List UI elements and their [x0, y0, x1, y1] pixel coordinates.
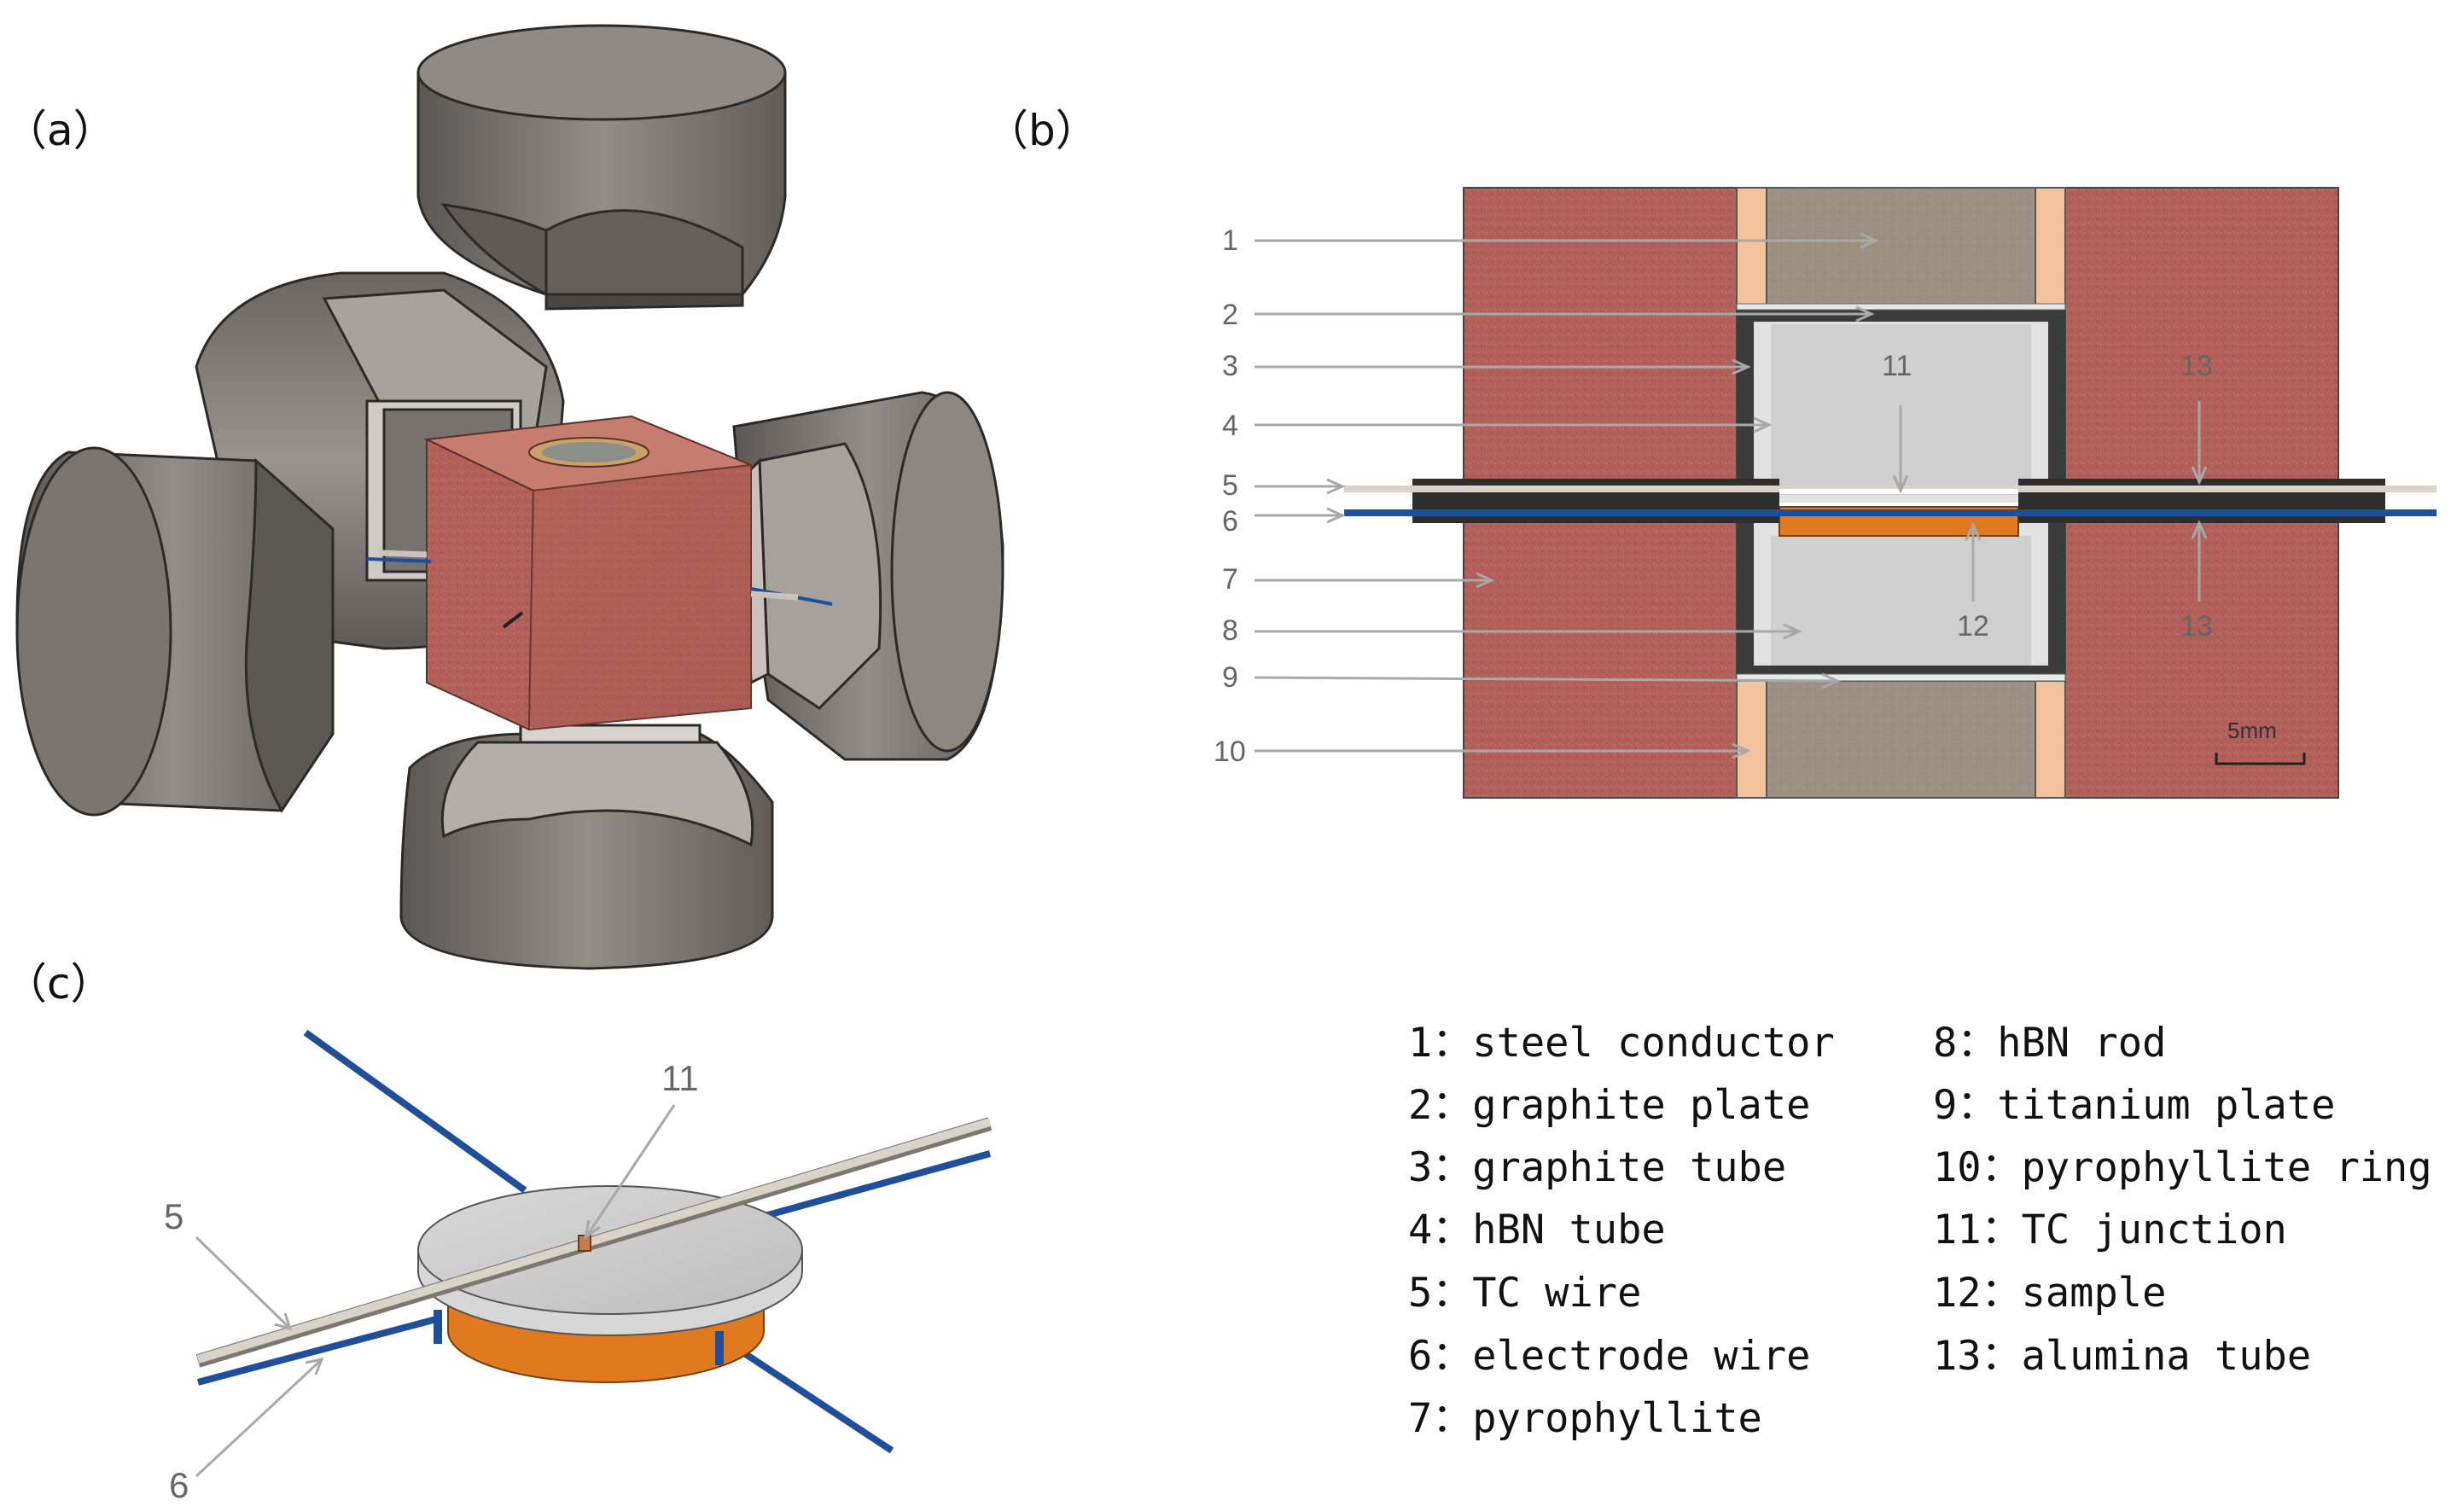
- electrode-wire-front-right: [719, 1335, 894, 1454]
- legend-item-9: 9：titanium plate: [1933, 1082, 2335, 1129]
- electrode-wire-back-left: [303, 1029, 527, 1194]
- callout-13-bottom: 13: [2180, 610, 2213, 643]
- graphite-plate-top: [1736, 303, 2066, 311]
- legend-item-8: 8：hBN rod: [1933, 1020, 2166, 1067]
- callout-c-11: 11: [661, 1058, 699, 1098]
- callout-3: 3: [1222, 350, 1238, 382]
- legend-item-13: 13：alumina tube: [1933, 1333, 2311, 1380]
- callout-8: 8: [1222, 614, 1238, 647]
- legend-item-3: 3：graphite tube: [1408, 1144, 1786, 1191]
- callout-9: 9: [1222, 661, 1238, 694]
- hbn-rod-bottom: [1771, 536, 2031, 666]
- legend-item-7: 7：pyrophyllite: [1408, 1395, 1762, 1442]
- callout-2: 2: [1222, 299, 1238, 331]
- pyrophyllite-ring-tr: [2035, 187, 2066, 308]
- pyrophyllite-ring-br: [2035, 680, 2066, 799]
- callout-6: 6: [1222, 505, 1238, 538]
- anvil-right: [732, 391, 1004, 761]
- scale-bar-label: 5mm: [2227, 718, 2277, 743]
- panel-label-c: （c）: [4, 959, 114, 1009]
- panel-label-b: （b）: [986, 106, 1098, 155]
- anvil-bottom: [399, 724, 774, 970]
- legend-item-2: 2：graphite plate: [1408, 1082, 1810, 1129]
- anvil-top: [416, 24, 787, 311]
- callout-5: 5: [1222, 469, 1238, 502]
- anvil-left: [15, 446, 335, 817]
- pyrophyllite-ring-bl: [1736, 680, 1767, 799]
- steel-conductor-bottom: [1766, 680, 2036, 799]
- legend-item-1: 1：steel conductor: [1408, 1020, 1835, 1067]
- panel-b: （b） 1: [986, 106, 2436, 799]
- callout-10: 10: [1214, 736, 1246, 768]
- pressure-cube: [366, 415, 833, 731]
- legend-item-10: 10：pyrophyllite ring: [1933, 1144, 2432, 1191]
- callout-4: 4: [1222, 410, 1238, 442]
- legend-item-6: 6：electrode wire: [1408, 1333, 1810, 1380]
- scale-bar: 5mm: [2215, 718, 2306, 765]
- callout-1: 1: [1222, 224, 1238, 257]
- titanium-plate: [1736, 673, 2066, 682]
- alumina-tube-right: [2018, 479, 2385, 523]
- callout-12: 12: [1957, 610, 1989, 643]
- electrode-wire-back-right: [732, 1150, 992, 1228]
- callout-13-top: 13: [2180, 350, 2213, 382]
- callout-11: 11: [1882, 350, 1912, 382]
- alumina-tube-left: [1412, 479, 1779, 523]
- legend: 1：steel conductor 2：graphite plate 3：gra…: [1408, 1020, 2432, 1442]
- steel-conductor-top: [1766, 187, 2036, 308]
- pyrophyllite-ring-tl: [1736, 187, 1767, 308]
- panel-label-a: （a）: [4, 106, 116, 155]
- legend-item-4: 4：hBN tube: [1408, 1207, 1666, 1253]
- legend-item-12: 12：sample: [1933, 1270, 2166, 1317]
- panel-c: （c） 11 5 6: [4, 959, 993, 1505]
- callout-7: 7: [1222, 563, 1238, 596]
- legend-item-11: 11：TC junction: [1933, 1207, 2287, 1253]
- callout-c-6: 6: [169, 1465, 189, 1505]
- hbn-disc: [417, 1185, 803, 1336]
- callout-arrows: 1 2 3 4 5 6 7 8 9: [1214, 224, 2213, 768]
- legend-item-5: 5：TC wire: [1408, 1270, 1641, 1317]
- panel-a: （a）: [4, 24, 1004, 970]
- callout-c-5: 5: [164, 1196, 183, 1236]
- electrode-wire-front-left: [196, 1315, 441, 1386]
